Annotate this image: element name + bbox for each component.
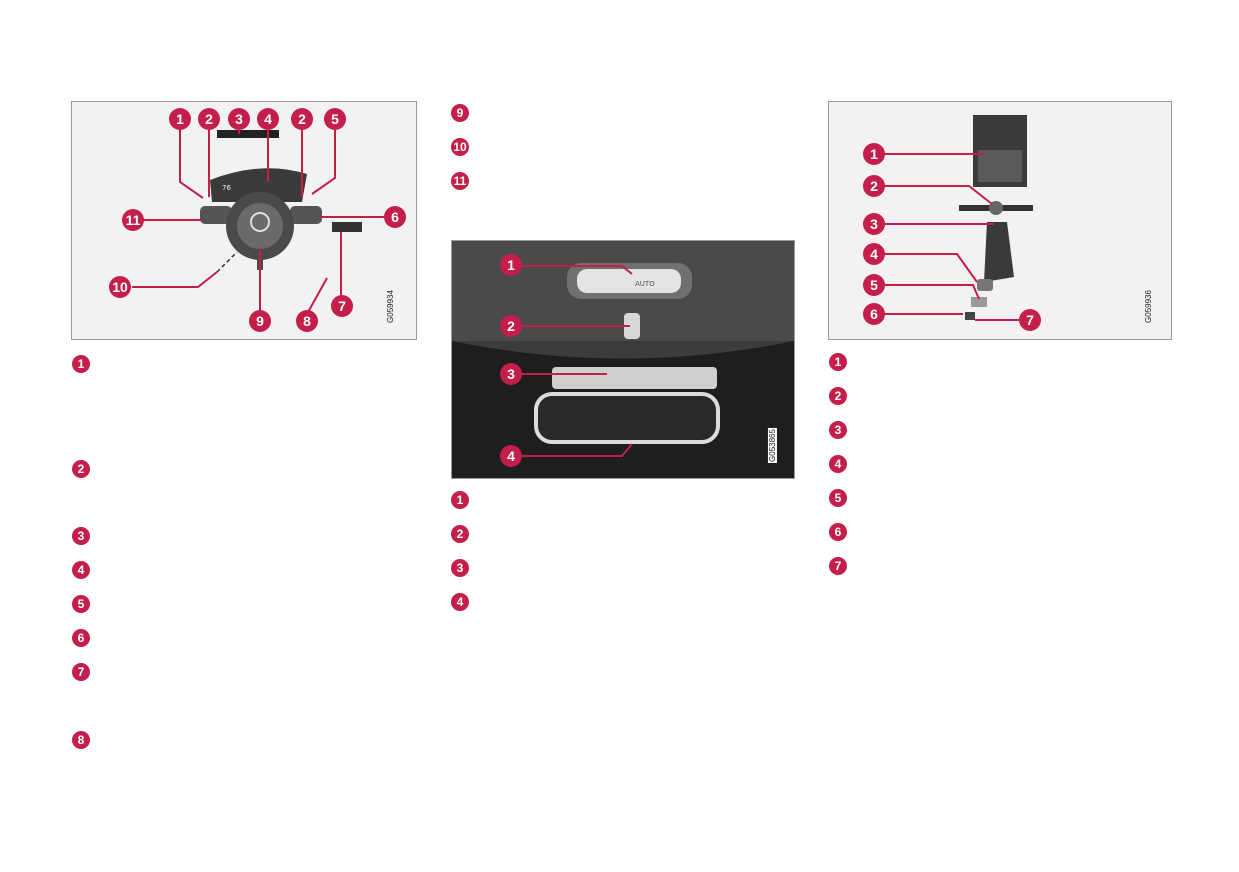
right-list-marker-6: 6: [829, 523, 847, 541]
figure-3-image-code: G059936: [1143, 290, 1153, 323]
middle-list-marker-9: 9: [451, 104, 469, 122]
left-list-marker-8: 8: [72, 731, 90, 749]
figure-2-callout-1: 1: [500, 254, 522, 276]
ceiling-console-illustration: AUTO: [452, 241, 794, 478]
left-list-marker-6: 6: [72, 629, 90, 647]
figure-1-callout-9: 9: [249, 310, 271, 332]
middle-list-marker-11: 11: [451, 172, 469, 190]
middle-bottom-marker-2: 2: [451, 525, 469, 543]
figure-2-callout-2: 2: [500, 315, 522, 337]
figure-3-callout-7: 7: [1019, 309, 1041, 331]
gauge-speed-readout: 76: [222, 184, 231, 192]
left-list-marker-3: 3: [72, 527, 90, 545]
figure-3-callout-4: 4: [863, 243, 885, 265]
figure-1-callout-11: 11: [122, 209, 144, 231]
figure-2-image-code: G053865: [767, 428, 777, 463]
right-list-marker-1: 1: [829, 353, 847, 371]
figure-1-callout-6: 6: [384, 206, 406, 228]
right-list-marker-7: 7: [829, 557, 847, 575]
middle-bottom-marker-3: 3: [451, 559, 469, 577]
figure-ceiling-console: AUTO 1 2 3 4 G053865: [451, 240, 795, 479]
middle-bottom-marker-4: 4: [451, 593, 469, 611]
figure-1-callout-2b: 2: [291, 108, 313, 130]
figure-2-callout-3: 3: [500, 363, 522, 385]
right-list-marker-4: 4: [829, 455, 847, 473]
middle-list-marker-10: 10: [451, 138, 469, 156]
right-list-marker-5: 5: [829, 489, 847, 507]
console-auto-label: AUTO: [635, 280, 655, 288]
right-list-marker-2: 2: [829, 387, 847, 405]
figure-2-callout-4: 4: [500, 445, 522, 467]
left-list-marker-5: 5: [72, 595, 90, 613]
figure-1-callout-4: 4: [257, 108, 279, 130]
right-list-marker-3: 3: [829, 421, 847, 439]
figure-1-callout-3: 3: [228, 108, 250, 130]
left-list-marker-1: 1: [72, 355, 90, 373]
figure-1-callout-10: 10: [109, 276, 131, 298]
figure-1-callout-2a: 2: [198, 108, 220, 130]
figure-1-callout-8: 8: [296, 310, 318, 332]
left-list-marker-7: 7: [72, 663, 90, 681]
figure-1-callout-7: 7: [331, 295, 353, 317]
figure-display-mount: 1 2 3 4 5 6 7 G059936: [828, 101, 1172, 340]
figure-1-callout-1: 1: [169, 108, 191, 130]
figure-1-image-code: G059934: [385, 290, 395, 323]
figure-3-callout-6: 6: [863, 303, 885, 325]
figure-3-callout-2: 2: [863, 175, 885, 197]
figure-3-callout-5: 5: [863, 274, 885, 296]
left-list-marker-4: 4: [72, 561, 90, 579]
figure-3-callout-3: 3: [863, 213, 885, 235]
figure-steering-wheel: 76 1 2 3 4 2 5 11 6 10 9 8 7 G059934: [71, 101, 417, 340]
figure-3-callout-1: 1: [863, 143, 885, 165]
display-mount-illustration: [879, 115, 1033, 321]
figure-1-callout-5: 5: [324, 108, 346, 130]
left-list-marker-2: 2: [72, 460, 90, 478]
middle-bottom-marker-1: 1: [451, 491, 469, 509]
